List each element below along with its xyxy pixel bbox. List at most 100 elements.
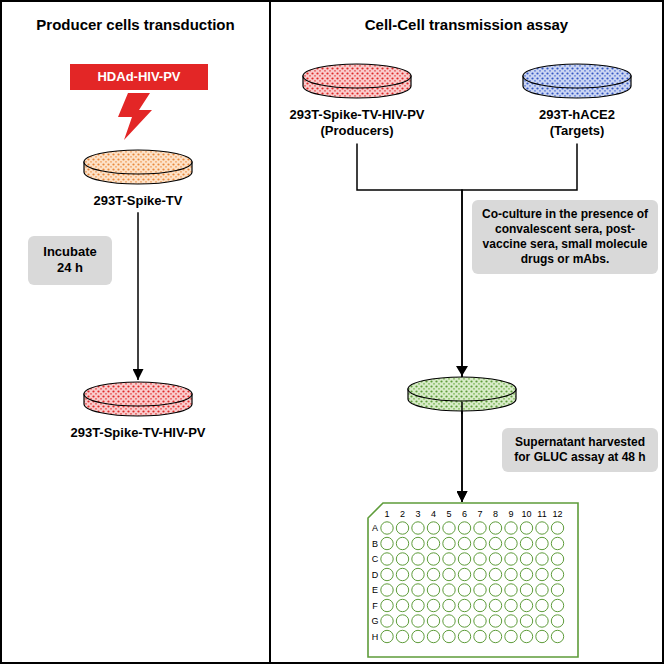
row-letter: G <box>368 616 382 626</box>
plate-well <box>396 553 408 565</box>
plate-well <box>396 584 408 596</box>
plate-well <box>551 584 563 596</box>
column-number: 6 <box>458 509 472 519</box>
plate-well <box>474 537 486 549</box>
box-label: HDAd-HIV-PV <box>78 69 200 85</box>
plate-well <box>536 615 548 627</box>
plate-well <box>396 615 408 627</box>
column-number: 3 <box>411 509 425 519</box>
plate-well <box>536 599 548 611</box>
dish-illustration <box>301 62 413 102</box>
plate-well <box>551 599 563 611</box>
plate-well <box>381 615 393 627</box>
plate-well <box>489 584 501 596</box>
plate-well <box>551 553 563 565</box>
plate-well <box>520 522 532 534</box>
plate-well <box>443 599 455 611</box>
row-letter: C <box>368 554 382 564</box>
plate-well <box>505 537 517 549</box>
plate-well <box>505 630 517 642</box>
plate-well <box>458 615 470 627</box>
plate-well <box>396 630 408 642</box>
plate-well <box>381 584 393 596</box>
plate-well <box>505 599 517 611</box>
plate-well <box>427 584 439 596</box>
plate-well <box>458 630 470 642</box>
plate-well <box>412 537 424 549</box>
dish-illustration <box>82 148 194 188</box>
dish-label: 293T-Spike-TV-HIV-PV <box>33 425 243 441</box>
plate-well <box>381 553 393 565</box>
plate-well <box>536 568 548 580</box>
plate-well <box>443 522 455 534</box>
plate-well <box>520 568 532 580</box>
plate-well <box>520 615 532 627</box>
row-letter: D <box>368 570 382 580</box>
plate-well <box>443 553 455 565</box>
plate-well <box>551 568 563 580</box>
plate-well <box>505 553 517 565</box>
petri-dish: 293T-hACE2 (Targets) <box>521 62 633 140</box>
box-label: Supernatant harvested for GLUC assay at … <box>510 435 650 465</box>
panel-title: Cell-Cell transmission assay <box>271 2 662 33</box>
box-label: Incubate 24 h <box>36 244 104 277</box>
plate-well <box>505 615 517 627</box>
plate-well <box>536 537 548 549</box>
plate-well <box>443 584 455 596</box>
plate-well <box>443 537 455 549</box>
well-plate: 123456789101112ABCDEFGH <box>367 502 579 658</box>
plate-outline <box>367 502 579 658</box>
process-box: HDAd-HIV-PV <box>70 64 208 90</box>
plate-well <box>427 568 439 580</box>
plate-well <box>381 537 393 549</box>
plate-well <box>443 568 455 580</box>
plate-well <box>551 630 563 642</box>
dish-label: 293T-Spike-TV-HIV-PV (Producers) <box>272 107 442 140</box>
plate-well <box>412 584 424 596</box>
plate-well <box>458 584 470 596</box>
plate-well <box>458 522 470 534</box>
dish-illustration <box>521 62 633 102</box>
plate-well <box>427 553 439 565</box>
column-number: 4 <box>427 509 441 519</box>
plate-well <box>551 537 563 549</box>
plate-well <box>427 522 439 534</box>
plate-well <box>474 522 486 534</box>
plate-well <box>381 522 393 534</box>
column-number: 1 <box>380 509 394 519</box>
plate-well <box>536 553 548 565</box>
plate-well <box>412 568 424 580</box>
plate-well <box>474 630 486 642</box>
dish-top <box>84 150 192 174</box>
plate-well <box>458 599 470 611</box>
plate-well <box>412 599 424 611</box>
column-number: 12 <box>551 509 565 519</box>
plate-well <box>489 522 501 534</box>
plate-well <box>505 584 517 596</box>
plate-well <box>396 522 408 534</box>
dish-label: 293T-Spike-TV <box>63 193 213 209</box>
plate-well <box>474 584 486 596</box>
plate-well <box>443 615 455 627</box>
plate-well <box>551 522 563 534</box>
lightning-bolt <box>118 93 152 140</box>
plate-well <box>458 553 470 565</box>
plate-well <box>474 599 486 611</box>
petri-dish: 293T-Spike-TV-HIV-PV (Producers) <box>272 62 442 140</box>
petri-dish: 293T-Spike-TV <box>63 148 213 209</box>
column-number: 7 <box>473 509 487 519</box>
plate-well <box>520 553 532 565</box>
plate-well <box>427 537 439 549</box>
panel-title: Producer cells transduction <box>2 2 269 33</box>
plate-well <box>489 630 501 642</box>
plate-well <box>551 615 563 627</box>
row-letter: H <box>368 632 382 642</box>
plate-well <box>536 522 548 534</box>
process-box: Co-culture in the presence of convalesce… <box>472 200 658 274</box>
column-number: 2 <box>396 509 410 519</box>
plate-well <box>427 599 439 611</box>
dish-top <box>84 382 192 406</box>
plate-well <box>505 522 517 534</box>
plate-well <box>412 553 424 565</box>
